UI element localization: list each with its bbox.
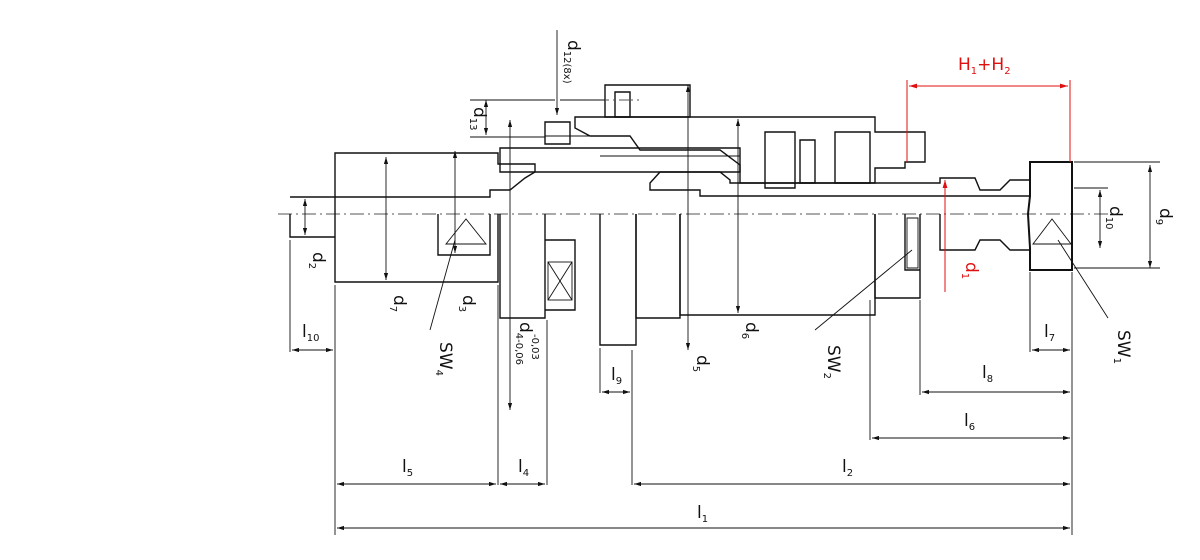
- label-l9: l9: [611, 365, 622, 387]
- label-d10: d10: [1103, 206, 1125, 230]
- labels: H1+H2 d1 d2 d7 d3 d4-0,06 -0,03 d5 d6: [302, 40, 1175, 525]
- label-l10: l10: [302, 322, 319, 344]
- label-d12: d12(8x): [561, 40, 583, 84]
- label-l2: l2: [842, 457, 853, 479]
- body-section: [574, 116, 926, 184]
- nut-outline: [1026, 161, 1073, 271]
- label-d1: d1: [959, 262, 981, 279]
- highlight-dimensions: [906, 80, 1071, 292]
- label-l7: l7: [1044, 322, 1055, 344]
- label-d2: d2: [306, 252, 328, 269]
- label-d9: d9: [1153, 208, 1175, 225]
- label-d13: d13: [467, 107, 489, 131]
- label-d6: d6: [739, 322, 761, 339]
- label-d5: d5: [690, 355, 712, 372]
- label-d4: d4-0,06: [513, 322, 535, 365]
- lower-outline: [289, 196, 1072, 346]
- label-d4-tolerance: -0,03: [529, 334, 540, 360]
- dimension-lines: [289, 30, 1160, 535]
- sleeve-section: [499, 147, 741, 173]
- label-l5: l5: [402, 457, 413, 479]
- label-d7: d7: [387, 295, 409, 312]
- label-l1: l1: [697, 503, 708, 525]
- label-sw2: SW2: [821, 345, 843, 379]
- label-sw4: SW4: [433, 342, 455, 376]
- shaft-section: [649, 171, 1031, 197]
- label-l6: l6: [964, 411, 975, 433]
- label-l4: l4: [518, 457, 529, 479]
- label-l8: l8: [982, 363, 993, 385]
- left-flange-section: [334, 152, 536, 198]
- label-sw1: SW1: [1111, 330, 1133, 364]
- label-d3: d3: [456, 295, 478, 312]
- label-h1-h2: H1+H2: [958, 55, 1011, 77]
- sectioned-part: [334, 84, 1073, 271]
